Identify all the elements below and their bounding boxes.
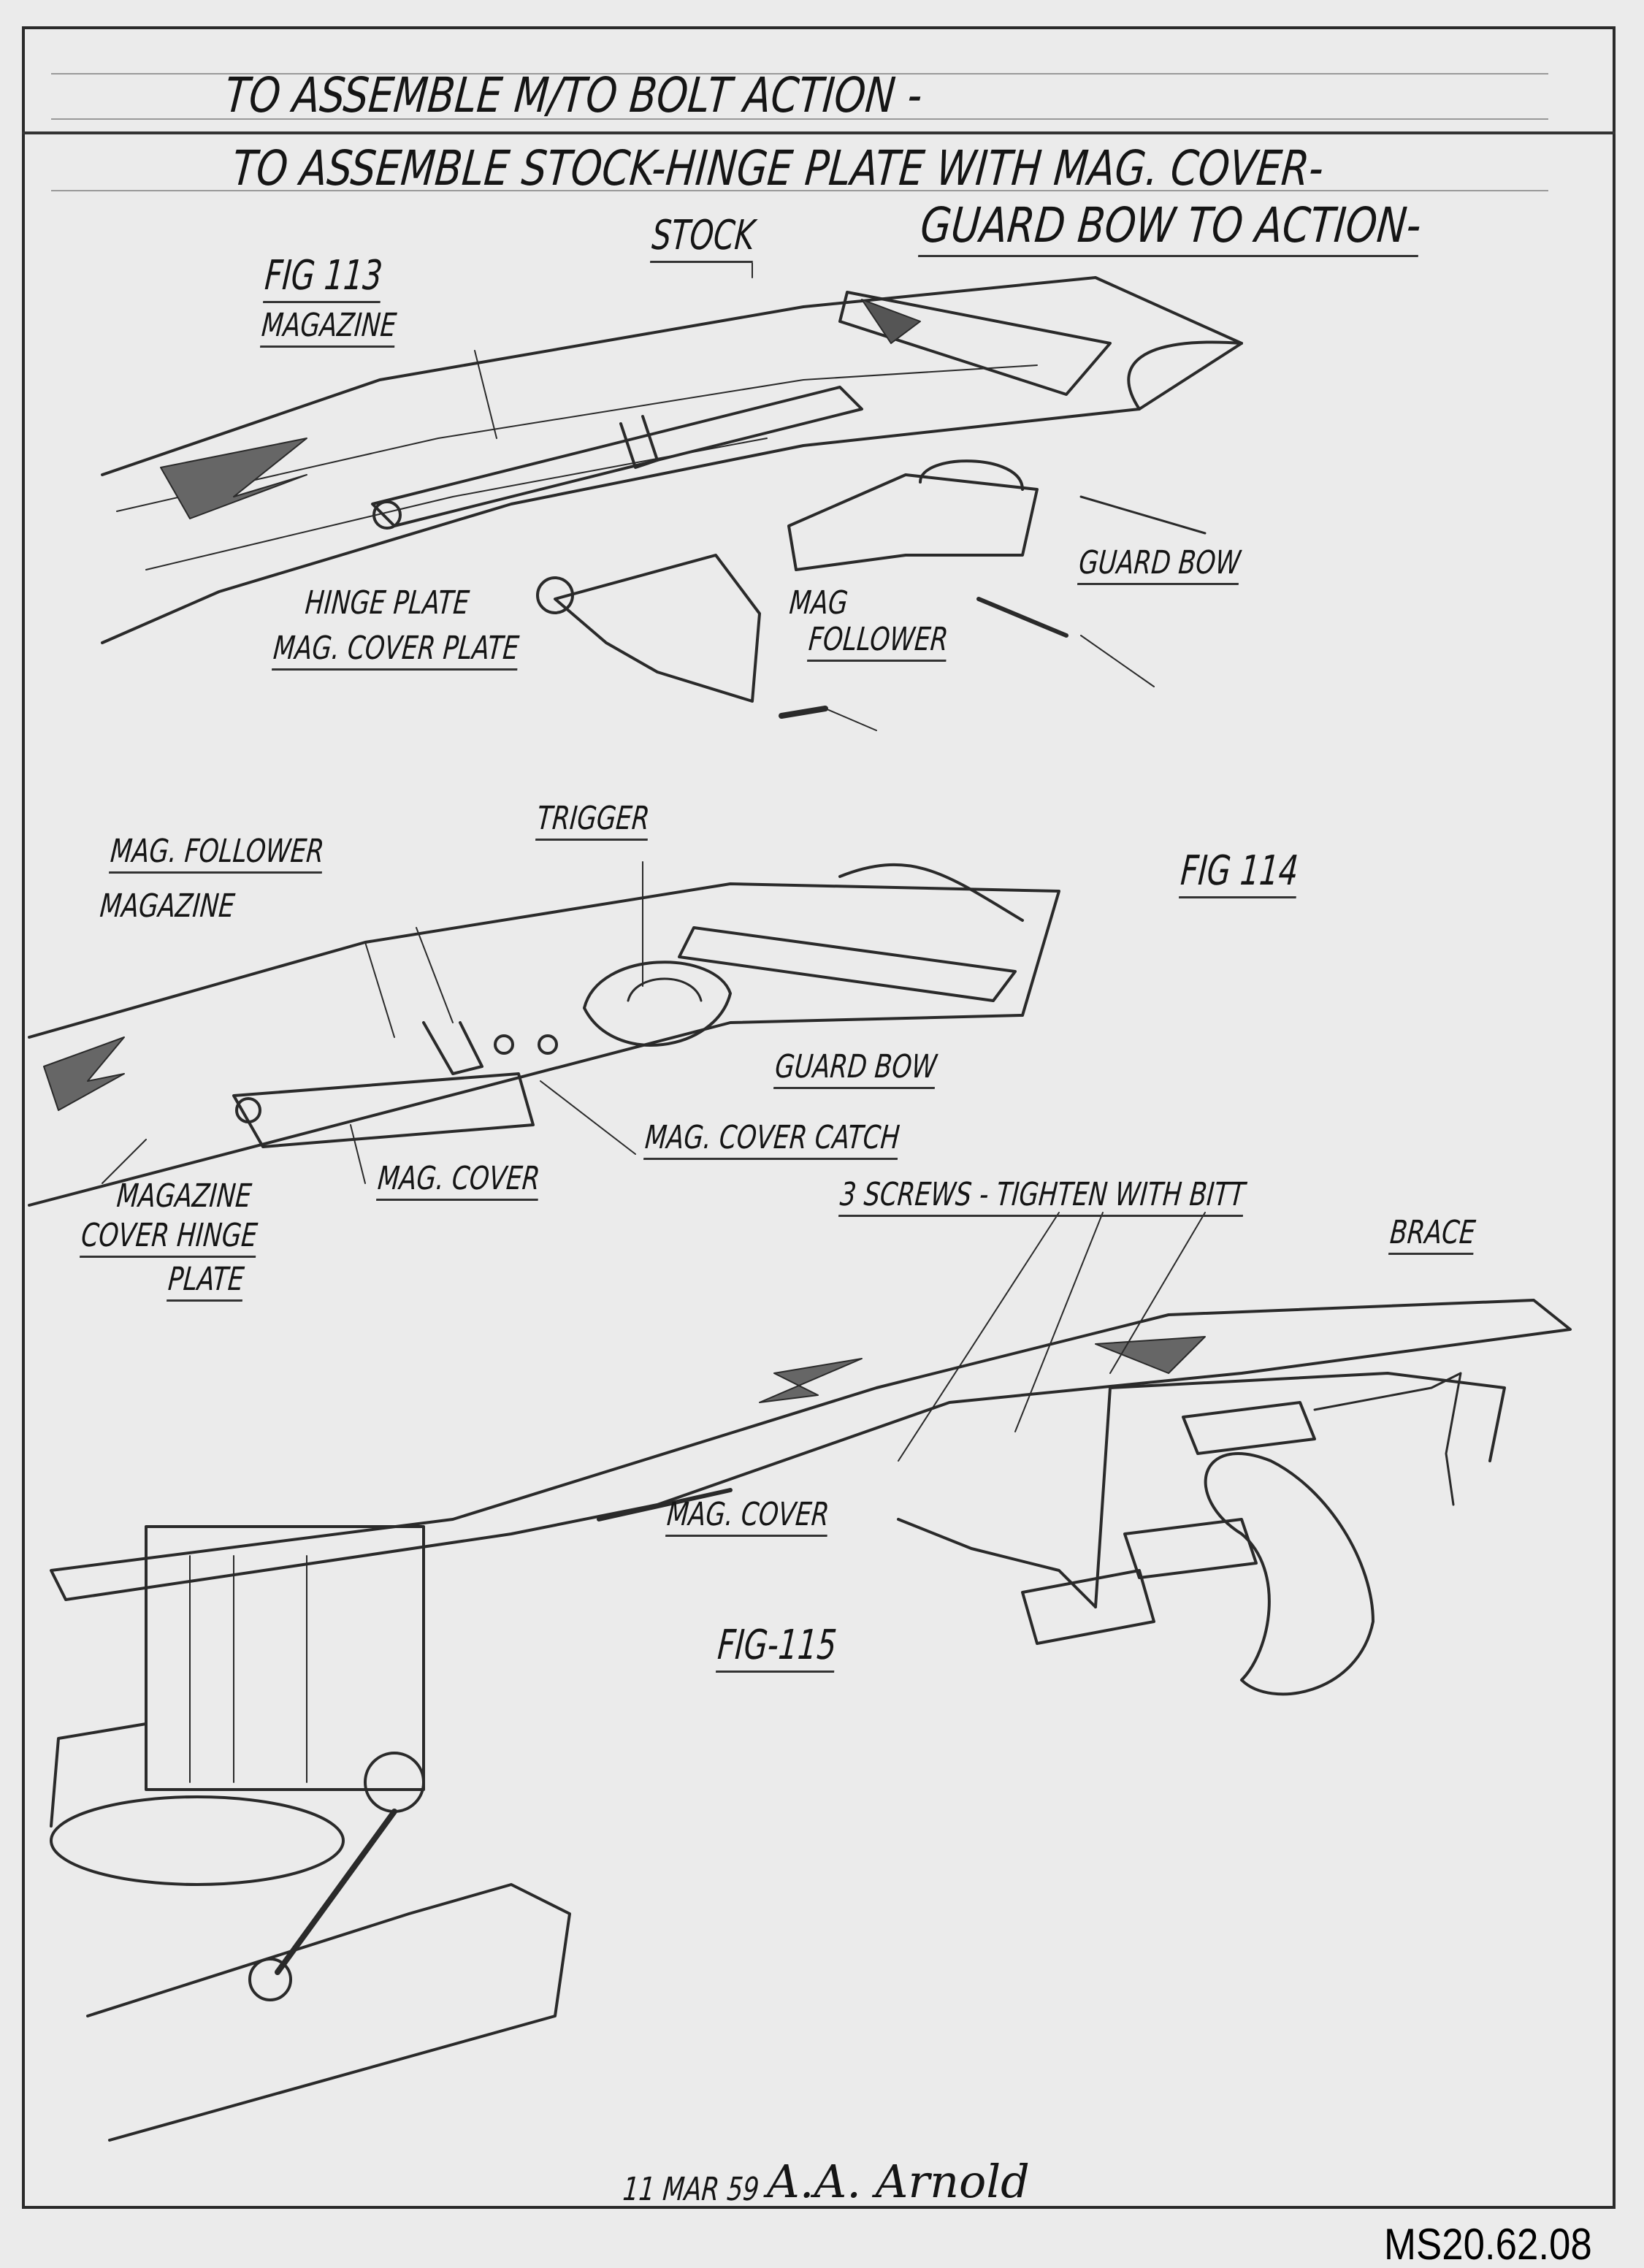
fig114-title: FIG 114 [1179, 847, 1300, 898]
label-guard-bow: GUARD BOW [773, 1048, 938, 1089]
title-line-3: GUARD BOW TO ACTION- [918, 197, 1423, 257]
label-mag-cover: MAG. COVER [376, 1160, 542, 1201]
leader-lines [364, 262, 1206, 1462]
fig113-title: FIG 113 [263, 252, 384, 303]
label-mag-cover-catch: MAG. COVER CATCH [643, 1119, 901, 1160]
fig115-title: FIG-115 [716, 1622, 838, 1673]
guide-line [51, 118, 1548, 120]
label-mag-cover-plate: MAG. COVER PLATE [272, 630, 521, 671]
sheet-border [22, 26, 1616, 2209]
catalog-id: MS20.62.08 [1384, 2220, 1592, 2268]
label-magazine: MAGAZINE [260, 307, 398, 348]
label-mag-cover: MAG. COVER [665, 1496, 831, 1537]
fig114-stock-sketch [28, 863, 1060, 1207]
fig115-sketch [50, 1299, 1572, 2142]
label-trigger: TRIGGER [535, 800, 651, 841]
guide-line [51, 73, 1548, 75]
label-hinge-plate-line3: PLATE [167, 1261, 246, 1302]
label-stock: STOCK [650, 212, 757, 263]
label-brace: BRACE [1388, 1214, 1477, 1255]
label-hinge-plate-line2: COVER HINGE [80, 1217, 259, 1258]
title-divider [22, 131, 1616, 134]
label-mag-follower: MAG. FOLLOWER [109, 833, 326, 874]
label-guard-bow: GUARD BOW [1077, 544, 1242, 585]
fig113-stock-sketch [101, 276, 1243, 731]
label-magazine: MAGAZINE [99, 887, 237, 925]
label-follower: FOLLOWER [807, 621, 950, 662]
label-hinge-plate: HINGE PLATE [304, 584, 471, 622]
label-three-screws: 3 SCREWS - TIGHTEN WITH BITT [838, 1176, 1247, 1217]
artist-signature: A.A. Arnold [767, 2155, 1030, 2208]
guide-line [51, 190, 1548, 191]
title-line-1: TO ASSEMBLE M/TO BOLT ACTION - [223, 67, 925, 123]
drawing-date: 11 MAR 59 [622, 2171, 761, 2208]
label-hinge-plate-line1: MAGAZINE [115, 1177, 253, 1215]
title-line-2: TO ASSEMBLE STOCK-HINGE PLATE WITH MAG. … [230, 140, 1326, 196]
label-mag: MAG [788, 584, 849, 622]
